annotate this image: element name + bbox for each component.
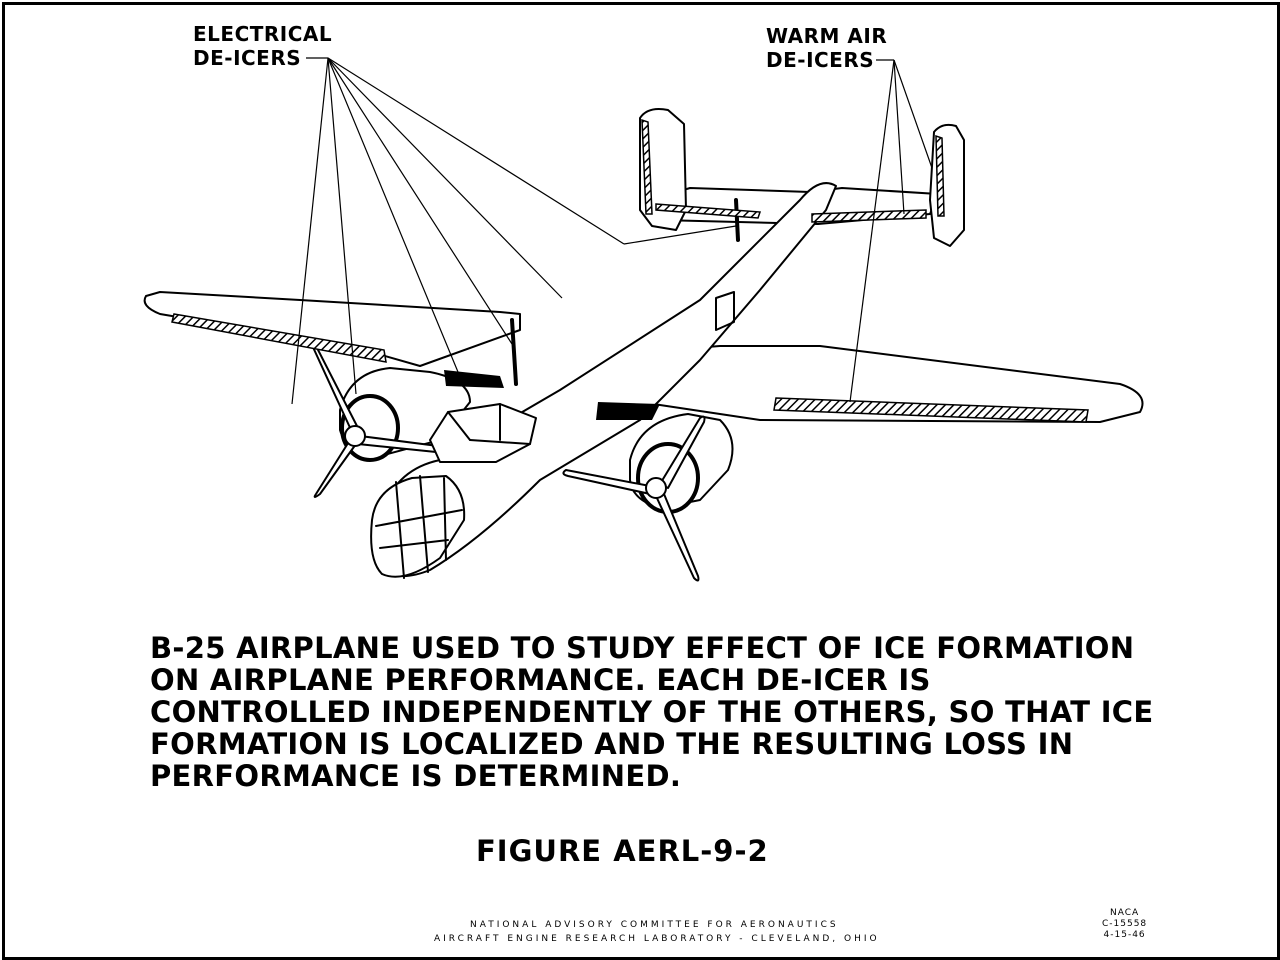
callout-line-1: ELECTRICAL — [193, 22, 333, 46]
callout-line-2: DE-ICERS — [766, 48, 875, 72]
warm-air-de-icers — [171, 118, 1089, 423]
right-wing — [639, 345, 1144, 423]
electrical-de-icers — [444, 370, 660, 420]
fuselage — [379, 182, 837, 577]
right-propeller — [562, 415, 706, 582]
stamp-negative-number: C-15558 — [1102, 919, 1148, 929]
left-wing — [143, 291, 521, 367]
glazed-nose — [370, 475, 466, 578]
stamp-date: 4-15-46 — [1103, 930, 1146, 940]
stamp-agency: NACA — [1110, 908, 1140, 918]
electrical-de-icers-label: ELECTRICAL DE-ICERS — [193, 22, 332, 70]
figure-id: FIGURE AERL-9-2 — [476, 834, 769, 868]
footer-line-1: NATIONAL ADVISORY COMMITTEE FOR AERONAUT… — [470, 920, 839, 930]
cockpit-canopy — [429, 403, 537, 463]
electrical-callout-lines — [291, 57, 737, 405]
antenna-mast-aft — [734, 198, 740, 242]
antenna-mast-fwd — [510, 318, 518, 386]
footer-line-2: AIRCRAFT ENGINE RESEARCH LABORATORY - CL… — [434, 934, 880, 944]
right-vertical-fin — [929, 123, 965, 247]
figure-caption: B-25 AIRPLANE USED TO STUDY EFFECT OF IC… — [150, 631, 1154, 793]
warm-air-de-icers-label: WARM AIR DE-ICERS — [766, 24, 887, 72]
callout-line-1: WARM AIR — [766, 24, 888, 48]
callout-line-2: DE-ICERS — [193, 46, 302, 70]
naca-stamp: NACA C-15558 4-15-46 — [1102, 908, 1147, 941]
left-propeller — [308, 339, 442, 498]
warm-air-callout-lines — [849, 59, 933, 403]
